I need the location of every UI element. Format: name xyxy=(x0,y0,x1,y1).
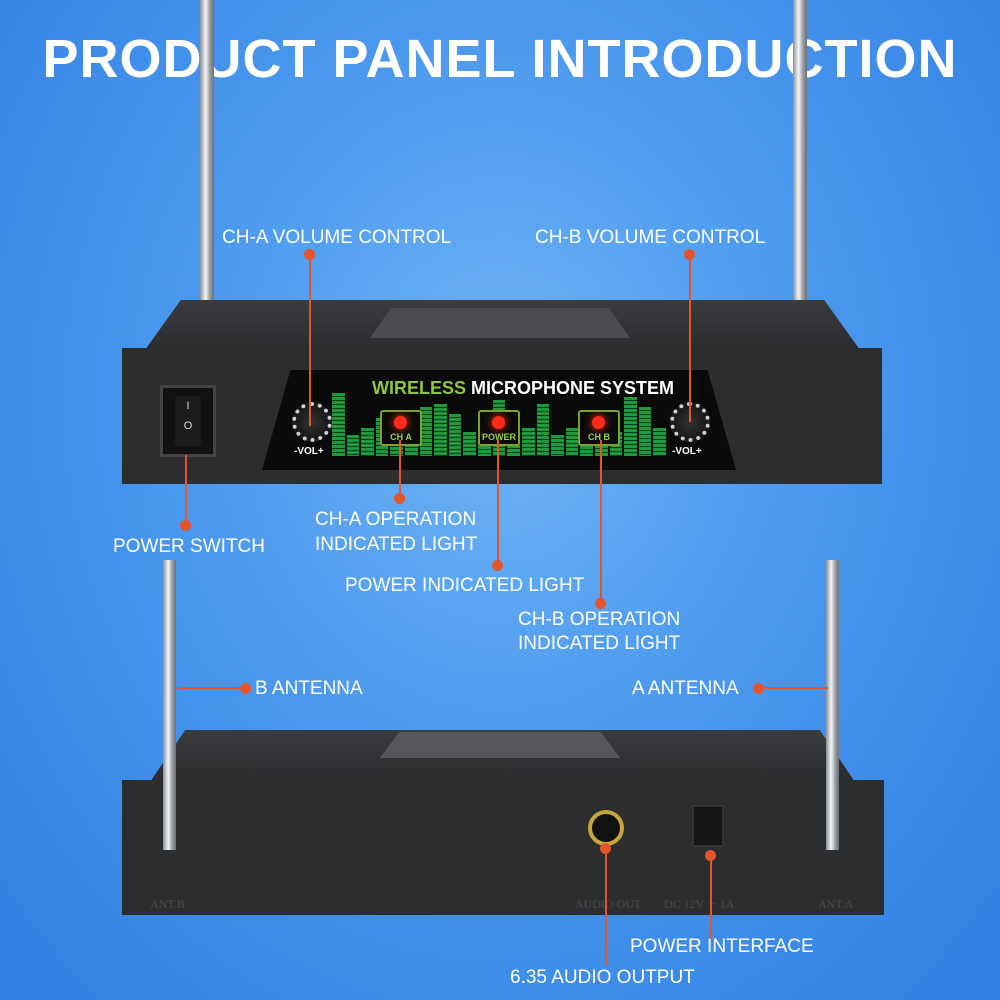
brand-text: WIRELESS MICROPHONE SYSTEM xyxy=(372,378,674,399)
callout-b-antenna: B ANTENNA xyxy=(255,678,363,699)
callout-ch-b-light-2: INDICATED LIGHT xyxy=(518,633,681,654)
brand-wireless: WIRELESS xyxy=(372,378,467,398)
callout-ch-b-light-1: CH-B OPERATION xyxy=(518,609,681,630)
callout-power-switch: POWER SWITCH xyxy=(113,536,265,557)
dc-power-jack[interactable] xyxy=(692,805,724,847)
callout-power-light: POWER INDICATED LIGHT xyxy=(345,575,585,596)
vol-label-left: -VOL+ xyxy=(294,446,324,457)
ch-b-led: CH B xyxy=(578,410,620,446)
antenna-a xyxy=(826,560,839,850)
rear-audio-out-label: AUDIO OUT xyxy=(575,897,642,911)
callout-power-interface: POWER INTERFACE xyxy=(630,936,814,957)
audio-out-jack[interactable] xyxy=(588,810,624,846)
page-title: PRODUCT PANEL INTRODUCTION xyxy=(42,29,958,89)
antenna-b-top xyxy=(200,0,214,310)
brand-rest: MICROPHONE SYSTEM xyxy=(471,378,675,398)
rear-ant-b-label: ANT.B xyxy=(150,897,185,911)
ch-a-volume-knob[interactable] xyxy=(292,402,332,442)
callout-audio-output: 6.35 AUDIO OUTPUT xyxy=(510,967,695,988)
callout-ch-a-light-2: INDICATED LIGHT xyxy=(315,534,478,555)
switch-off-mark: O xyxy=(183,420,193,432)
callout-ch-a-volume: CH-A VOLUME CONTROL xyxy=(222,227,452,248)
power-led: POWER xyxy=(478,410,520,446)
antenna-b xyxy=(163,560,176,850)
callout-ch-b-volume: CH-B VOLUME CONTROL xyxy=(535,227,766,248)
ch-a-led: CH A xyxy=(380,410,422,446)
antenna-a-top xyxy=(793,0,807,310)
callout-ch-a-light-1: CH-A OPERATION xyxy=(315,509,477,530)
front-panel: WIRELESS MICROPHONE SYSTEM -VOL+ -VOL+ C… xyxy=(262,370,736,470)
rear-ant-a-label: ANT.A xyxy=(818,897,854,911)
switch-on-mark: I xyxy=(186,400,190,412)
rear-dc-label: DC 12V ⎓ 1A xyxy=(664,897,735,911)
vol-label-right: -VOL+ xyxy=(672,446,702,457)
callout-a-antenna: A ANTENNA xyxy=(632,678,739,699)
